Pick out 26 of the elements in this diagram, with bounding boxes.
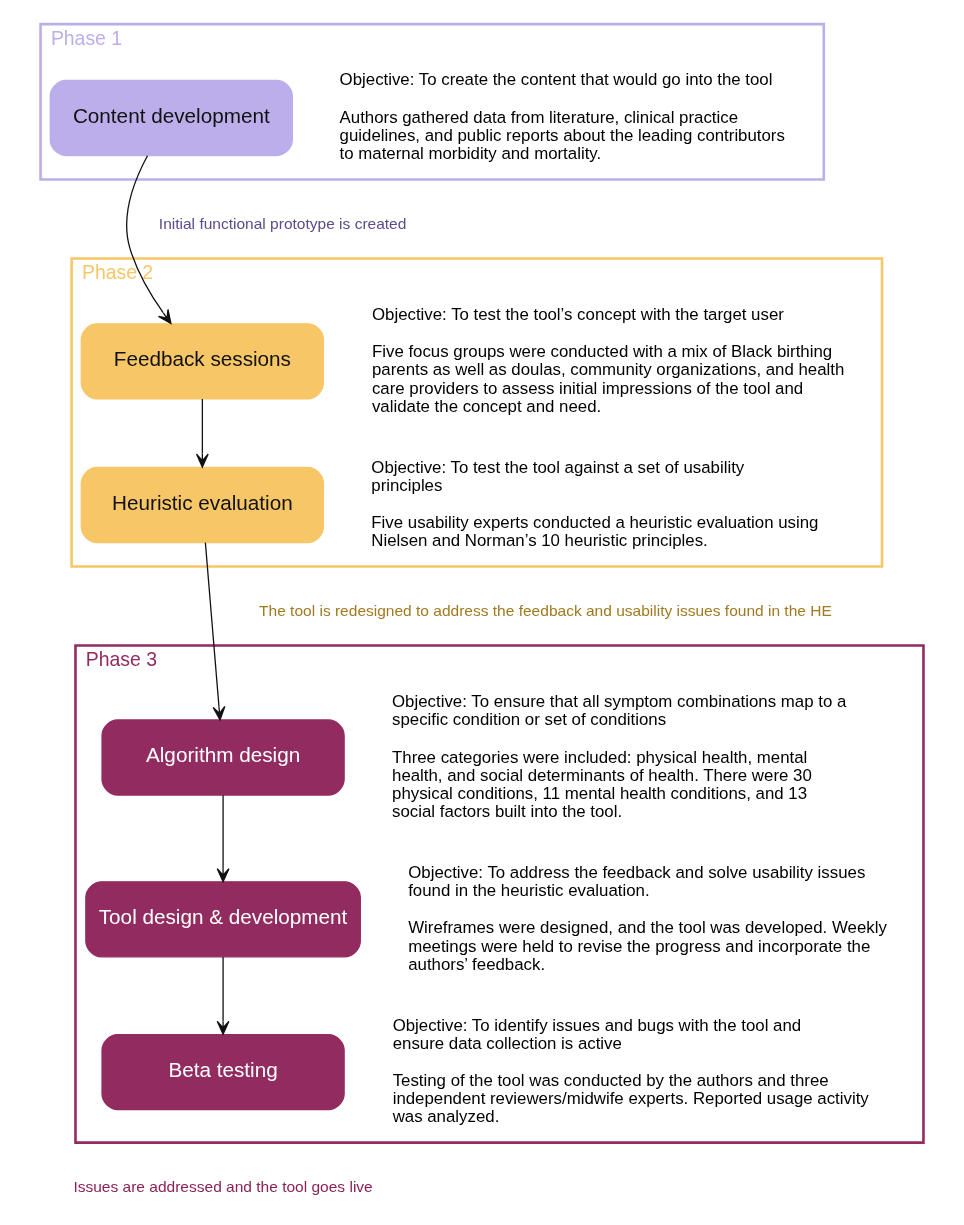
node-label: Wireframes were designed, and the tool was developed. Weekly meetings were held to revise the progress and incorporate the authors’ feedback. bbox=[408, 918, 887, 974]
node-label: Objective: To test the tool against a set of usability principles bbox=[371, 457, 745, 495]
node-label: Testing of the tool was conducted by the authors and three independent reviewers/midwife experts. Reported usage activity was analyzed. bbox=[392, 1071, 869, 1127]
arrow bbox=[216, 956, 230, 1035]
node-label: Objective: To test the tool’s concept with the target user bbox=[371, 304, 784, 324]
node-label: Objective: To create the content that would go into the tool bbox=[339, 70, 773, 90]
node-label: Five usability experts conducted a heuristic evaluation using Nielsen and Norman’s 10 heuristic principles. bbox=[371, 513, 819, 551]
arrow bbox=[126, 155, 172, 325]
node-label: Objective: To ensure that all symptom combinations map to a specific condition or set of conditions bbox=[392, 691, 847, 729]
node-box: Algorithm design bbox=[101, 719, 345, 796]
label: Issues are addressed and the tool goes live bbox=[73, 1177, 373, 1195]
arrow bbox=[216, 794, 230, 883]
node-box: Feedback sessions bbox=[80, 323, 325, 400]
label: The tool is redesigned to address the feedback and usability issues found in the HE bbox=[259, 601, 832, 619]
node-label: Objective: To identify issues and bugs with the tool and ensure data collection is active bbox=[392, 1015, 802, 1053]
node-label: Five focus groups were conducted with a mix of Black birthing parents as well as doulas, community organizations, and health care providers to assess initial impressions of the tool and validate the concept and need. bbox=[371, 342, 845, 416]
node-label: Three categories were included: physical health, mental health, and social determinants of health. There were 30 physical conditions, 11 mental health conditions, and 13 social factors built into the tool. bbox=[392, 747, 812, 821]
node-box: Beta testing bbox=[101, 1033, 345, 1111]
arrow bbox=[195, 398, 209, 468]
label: Initial functional prototype is created bbox=[158, 214, 407, 232]
node-label: Objective: To address the feedback and solve usability issues found in the heuristic evaluation. bbox=[408, 862, 866, 900]
node-box: Tool design & development bbox=[85, 881, 361, 958]
node-box: Heuristic evaluation bbox=[80, 466, 325, 544]
arrow bbox=[204, 542, 226, 721]
node-box: Content development bbox=[49, 79, 293, 157]
node-label: Authors gathered data from literature, clinical practice guidelines, and public reports about the leading contributors to maternal morbidity and mortality. bbox=[339, 108, 785, 164]
